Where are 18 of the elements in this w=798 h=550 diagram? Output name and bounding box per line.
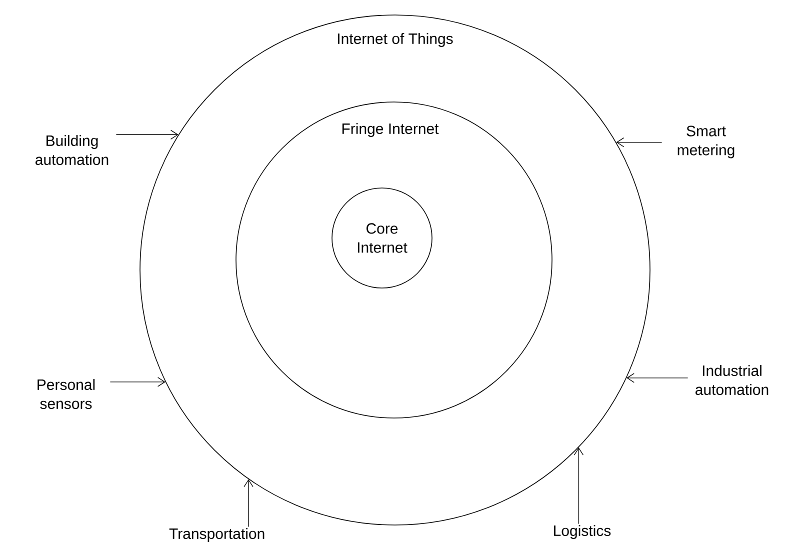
callout-text: Industrial automation xyxy=(696,365,768,395)
arrow xyxy=(110,377,166,387)
ring-circle xyxy=(332,188,432,288)
arrow xyxy=(244,479,254,528)
ring-circle xyxy=(236,102,552,418)
callout-text: Building automation xyxy=(36,135,108,165)
ring-label: Internet of Things xyxy=(338,33,453,47)
callout-text: Smart metering xyxy=(678,126,734,158)
arrow xyxy=(616,137,662,148)
arrow xyxy=(626,373,688,383)
callout-text: Transportation xyxy=(169,528,264,542)
callout-text: Personal sensors xyxy=(38,379,95,409)
ring-label: Core Internet xyxy=(358,223,408,253)
arrow xyxy=(116,130,178,140)
ring-circle xyxy=(140,14,650,526)
callout-text: Logistics xyxy=(554,525,611,539)
ring-label: Fringe Internet xyxy=(342,123,439,137)
arrow xyxy=(574,447,584,524)
